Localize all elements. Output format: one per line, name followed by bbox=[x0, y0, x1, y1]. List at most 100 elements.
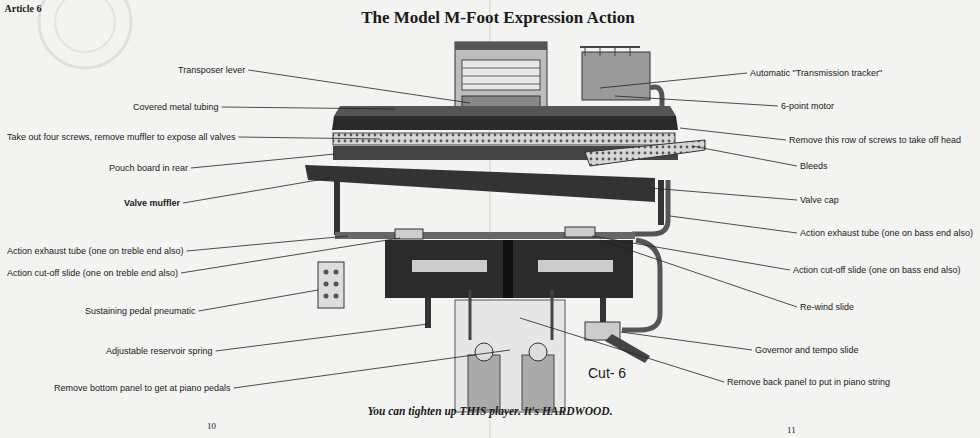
pedals-part bbox=[551, 290, 554, 340]
leader-line bbox=[234, 350, 510, 388]
leader-line bbox=[670, 216, 797, 233]
callout-label: Automatic "Transmission tracker" bbox=[750, 68, 882, 78]
sustaining-pneumatic-part bbox=[324, 282, 329, 287]
reservoir-part bbox=[600, 298, 606, 323]
reservoir-part bbox=[425, 298, 431, 328]
callout-label: Remove this row of screws to take off he… bbox=[789, 135, 961, 145]
callout-label: Valve muffler bbox=[124, 198, 180, 208]
leader-line bbox=[692, 146, 797, 166]
action-deck-part bbox=[585, 140, 705, 166]
callout-label: Valve cap bbox=[800, 195, 839, 205]
pedals-part bbox=[475, 343, 493, 361]
leader-line bbox=[181, 238, 400, 273]
reservoir-part bbox=[385, 240, 633, 298]
leader-line bbox=[650, 188, 797, 200]
leader-line bbox=[600, 73, 747, 88]
callout-label: Pouch board in rear bbox=[109, 163, 188, 173]
sustaining-pneumatic-part bbox=[334, 294, 339, 299]
governor bbox=[585, 240, 660, 363]
page-caption: You can tighten up THIS player. It's HAR… bbox=[367, 405, 612, 418]
callout-label: Covered metal tubing bbox=[133, 102, 219, 112]
reservoir-part bbox=[538, 260, 613, 272]
callout-label: Action exhaust tube (one on treble end a… bbox=[7, 246, 184, 256]
valve-muffler-part bbox=[658, 180, 664, 225]
motor-part bbox=[600, 47, 601, 56]
pedals-part bbox=[468, 355, 500, 410]
leader-line bbox=[621, 332, 752, 350]
reservoir-part bbox=[395, 229, 423, 239]
page-ground-part bbox=[55, 0, 115, 52]
leader-line bbox=[238, 137, 380, 139]
leader-line bbox=[199, 290, 318, 311]
leader-line bbox=[615, 96, 778, 106]
callout-label: Remove back panel to put in piano string bbox=[727, 377, 890, 387]
pedals bbox=[455, 290, 565, 412]
action-deck-part bbox=[332, 116, 678, 130]
action-deck-part bbox=[334, 106, 676, 116]
reservoir-part bbox=[503, 240, 513, 298]
callout-label: Action cut-off slide (one on bass end al… bbox=[793, 265, 960, 275]
reservoir-part bbox=[412, 260, 487, 272]
leader-line bbox=[592, 236, 790, 270]
governor-part bbox=[605, 334, 650, 363]
pedals-part bbox=[529, 343, 547, 361]
page-number: 11 bbox=[787, 425, 796, 435]
sustaining-pneumatic-part bbox=[334, 282, 339, 287]
callout-label: Remove bottom panel to get at piano peda… bbox=[54, 383, 231, 393]
motor-part bbox=[580, 46, 640, 48]
leader-line bbox=[183, 178, 330, 203]
callout-label: Adjustable reservoir spring bbox=[106, 346, 213, 356]
leader-line bbox=[600, 240, 797, 307]
callout-label: Governor and tempo slide bbox=[755, 345, 859, 355]
valve-muffler-part bbox=[334, 180, 340, 235]
pedals-part bbox=[522, 355, 554, 410]
sustaining-pneumatic-part bbox=[324, 270, 329, 275]
sustaining-pneumatic-part bbox=[318, 262, 344, 308]
motor-part bbox=[582, 52, 650, 100]
callout-label: 6-point motor bbox=[781, 101, 834, 111]
valve-muffler-part bbox=[305, 165, 655, 202]
callout-label: Take out four screws, remove muffler to … bbox=[7, 132, 235, 142]
leader-line bbox=[248, 70, 470, 103]
callout-label: Action cut-off slide (one on treble end … bbox=[7, 268, 178, 278]
page-number: 10 bbox=[207, 421, 216, 431]
valve-muffler bbox=[305, 165, 664, 235]
motor bbox=[580, 47, 662, 114]
governor-part bbox=[622, 240, 660, 330]
leader-line bbox=[222, 107, 395, 109]
spool-box-part bbox=[462, 68, 540, 69]
motor-part bbox=[615, 47, 616, 56]
motor-part bbox=[585, 47, 586, 56]
spool-box-part bbox=[462, 60, 540, 90]
action-deck bbox=[332, 106, 705, 166]
exhaust-tubes bbox=[342, 180, 668, 236]
leader-line bbox=[191, 154, 335, 168]
callout-label: Transposer lever bbox=[178, 65, 245, 75]
leader-line bbox=[520, 318, 724, 382]
callout-label: Re-wind slide bbox=[800, 302, 854, 312]
spool-box-part bbox=[455, 42, 547, 50]
pedals-part bbox=[469, 290, 472, 340]
spool-box-part bbox=[462, 84, 540, 85]
leader-line bbox=[187, 236, 348, 251]
action-deck-part bbox=[333, 133, 675, 145]
sustaining-pneumatic bbox=[318, 262, 344, 308]
callout-label: Action exhaust tube (one on bass end als… bbox=[800, 228, 973, 238]
reservoir-part bbox=[565, 227, 595, 237]
page-title: The Model M-Foot Expression Action bbox=[361, 8, 635, 28]
leader-line bbox=[216, 324, 428, 351]
leader-line bbox=[680, 128, 786, 140]
motor-part bbox=[630, 47, 631, 56]
cut-number: Cut- 6 bbox=[588, 365, 626, 381]
spool-box-part bbox=[462, 76, 540, 77]
callout-label: Sustaining pedal pneumatic bbox=[85, 306, 196, 316]
page-ground-part bbox=[39, 0, 131, 68]
article-number: Article 6 bbox=[4, 3, 42, 15]
callout-label: Bleeds bbox=[800, 161, 828, 171]
sustaining-pneumatic-part bbox=[324, 294, 329, 299]
